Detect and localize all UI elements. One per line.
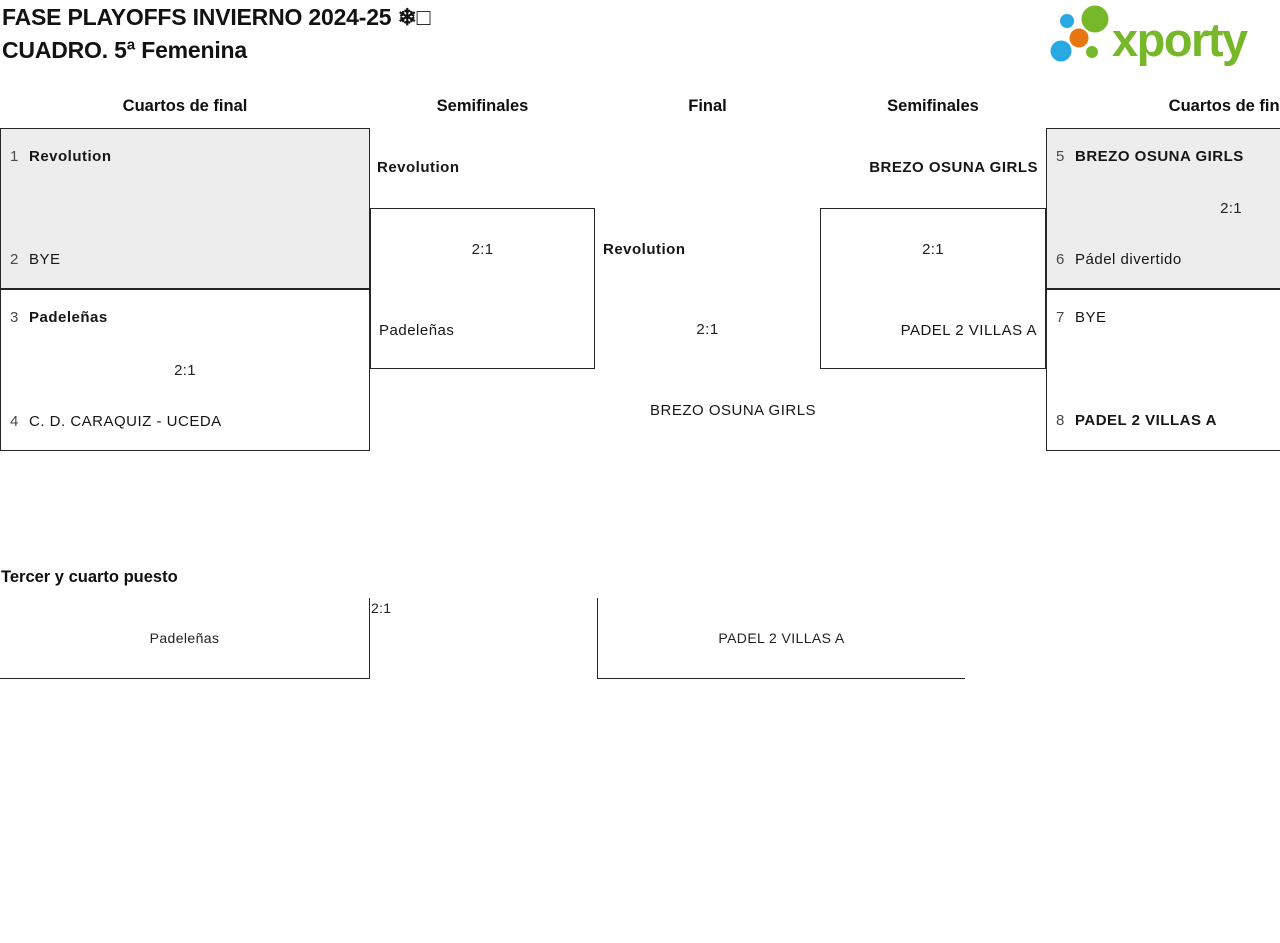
team-row: 7 BYE [1047, 309, 1280, 327]
team-name: C. D. CARAQUIZ - UCEDA [29, 413, 222, 430]
team-row: 4 C. D. CARAQUIZ - UCEDA [1, 413, 369, 431]
match-box-sf-right[interactable]: 2:1 PADEL 2 VILLAS A [820, 208, 1046, 369]
team-name: BYE [1075, 309, 1107, 326]
team-name: PADEL 2 VILLAS A [900, 322, 1037, 339]
match-box-qf-left-bottom[interactable]: 3 Padeleñas 2:1 4 C. D. CARAQUIZ - UCEDA [0, 289, 370, 451]
team-name: BYE [29, 251, 61, 268]
sf-right-advancer: BREZO OSUNA GIRLS [869, 159, 1038, 176]
xporty-wordmark: xporty [1112, 13, 1248, 66]
bracket-subtitle: CUADRO. 5ª Femenina [2, 37, 247, 63]
match-score: 2:1 [471, 241, 494, 258]
team-row: Padeleñas [379, 322, 594, 340]
team-name: Revolution [29, 148, 112, 165]
column-header-sf-right: Semifinales [887, 97, 979, 115]
xporty-logo-dots-icon: xporty [1050, 5, 1250, 66]
team-name: Padeleñas [29, 309, 108, 326]
seed-number: 6 [1056, 251, 1065, 268]
team-name: Pádel divertido [1075, 251, 1182, 268]
column-header-qf-right: Cuartos de final [1168, 97, 1280, 115]
seed-number: 7 [1056, 309, 1065, 326]
tournament-title: FASE PLAYOFFS INVIERNO 2024-25 ❄□ [2, 4, 431, 30]
column-header-qf-left: Cuartos de final [122, 97, 248, 115]
team-name: PADEL 2 VILLAS A [718, 630, 845, 646]
team-name: Padeleñas [379, 322, 455, 339]
seed-number: 4 [10, 413, 19, 430]
final-score: 2:1 [696, 321, 719, 338]
team-name: BREZO OSUNA GIRLS [1075, 148, 1244, 165]
team-name: PADEL 2 VILLAS A [1075, 412, 1217, 429]
team-row: 1 Revolution [1, 148, 369, 166]
final-winner: BREZO OSUNA GIRLS [650, 402, 817, 419]
sf-left-advancer: Revolution [377, 159, 460, 176]
team-row: PADEL 2 VILLAS A [901, 322, 1037, 340]
team-row: 5 BREZO OSUNA GIRLS [1047, 148, 1280, 166]
team-row: 3 Padeleñas [1, 309, 369, 327]
seed-number: 2 [10, 251, 19, 268]
team-name: Padeleñas [149, 630, 220, 646]
column-header-final: Final [688, 97, 727, 115]
match-box-sf-left[interactable]: 2:1 Padeleñas [370, 208, 595, 369]
third-place-score: 2:1 [371, 600, 392, 616]
team-row: 8 PADEL 2 VILLAS A [1047, 412, 1280, 430]
match-score: 2:1 [174, 362, 196, 379]
match-score: 2:1 [922, 241, 944, 258]
match-score: 2:1 [1220, 200, 1242, 217]
team-row: 6 Pádel divertido [1047, 251, 1280, 269]
team-row: 2 BYE [1, 251, 369, 269]
third-place-match-right[interactable]: PADEL 2 VILLAS A [597, 598, 965, 679]
xporty-logo[interactable]: xporty [1048, 0, 1280, 72]
third-place-heading: Tercer y cuarto puesto [1, 568, 178, 586]
seed-number: 5 [1056, 148, 1065, 165]
column-header-sf-left: Semifinales [436, 97, 529, 115]
match-box-qf-left-top[interactable]: 1 Revolution 2 BYE [0, 128, 370, 289]
seed-number: 3 [10, 309, 19, 326]
match-box-qf-right-top[interactable]: 5 BREZO OSUNA GIRLS 2:1 6 Pádel divertid… [1046, 128, 1280, 289]
seed-number: 8 [1056, 412, 1065, 429]
final-finalist-left: Revolution [603, 241, 686, 258]
third-place-match-left[interactable]: Padeleñas [0, 598, 370, 679]
seed-number: 1 [10, 148, 19, 165]
match-box-qf-right-bottom[interactable]: 7 BYE 8 PADEL 2 VILLAS A [1046, 289, 1280, 451]
